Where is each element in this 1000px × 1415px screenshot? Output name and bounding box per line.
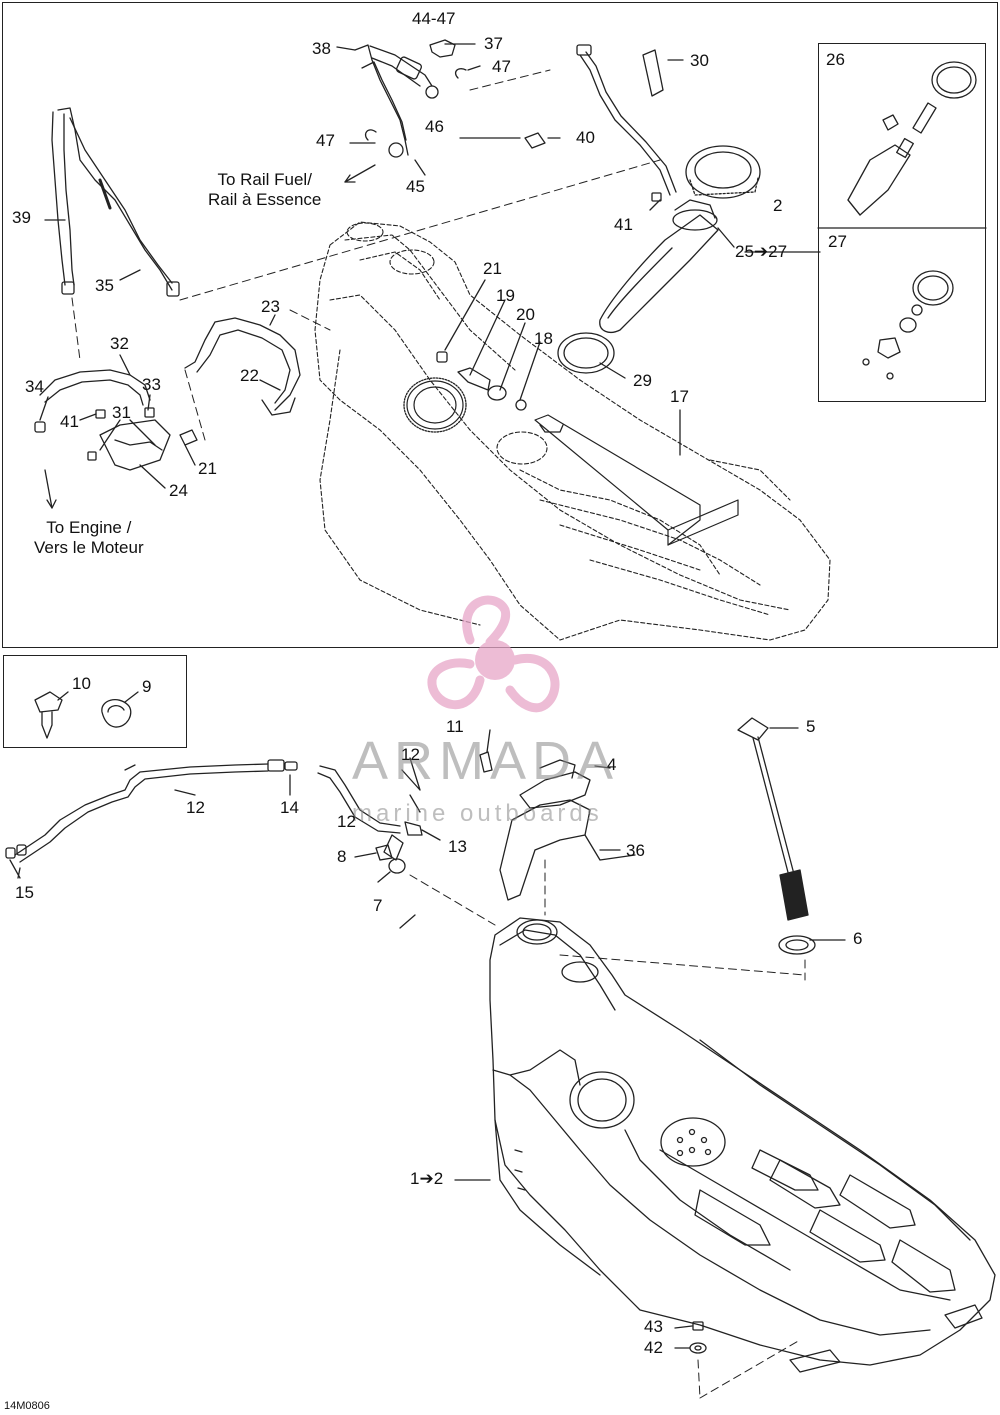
inset-26-pump-art (847, 61, 977, 216)
note-rail-fuel-line-2: Rail à Essence (208, 190, 322, 209)
callout-40: 40 (576, 128, 595, 147)
watermark-tagline: marine outboards (352, 800, 603, 827)
callout-29: 29 (633, 371, 652, 390)
callout-7: 7 (373, 896, 383, 915)
inset-fuel-pump-frame (818, 43, 986, 402)
callout-20: 20 (516, 305, 535, 324)
note-rail-fuel: To Rail Fuel/ Rail à Essence (208, 170, 321, 210)
watermark-propeller-logo (427, 595, 560, 713)
callout-23: 23 (261, 297, 280, 316)
callout-24: 24 (169, 481, 188, 500)
bottom-fuel-tank-art (489, 917, 996, 1373)
callout-5: 5 (806, 717, 816, 736)
callout-39: 39 (12, 208, 31, 227)
callout-35: 35 (95, 276, 114, 295)
callout-32: 32 (110, 334, 129, 353)
callout-47-lower: 47 (316, 131, 335, 150)
callout-15: 15 (15, 883, 34, 902)
note-engine: To Engine / Vers le Moteur (34, 518, 144, 558)
callout-46: 46 (425, 117, 444, 136)
callout-41-top: 41 (614, 215, 633, 234)
callout-21-left: 21 (198, 459, 217, 478)
note-engine-line-2: Vers le Moteur (34, 538, 144, 557)
inset-27-parts-art (862, 270, 954, 380)
callout-11: 11 (446, 717, 464, 736)
inset-hardware-frame (3, 655, 187, 748)
callout-8: 8 (337, 847, 347, 866)
callout-44-47: 44-47 (412, 9, 456, 28)
callout-47-upper: 47 (492, 57, 511, 76)
callout-45: 45 (406, 177, 425, 196)
callout-38: 38 (312, 39, 331, 58)
callout-6: 6 (853, 929, 863, 948)
callout-41-left: 41 (60, 412, 79, 431)
callout-36: 36 (626, 841, 645, 860)
callout-1-2: 1➔2 (410, 1169, 444, 1188)
callout-12-upper: 12 (401, 745, 420, 764)
callout-43: 43 (644, 1317, 663, 1336)
callout-22: 22 (240, 366, 259, 385)
callout-37: 37 (484, 34, 503, 53)
callout-2-top: 2 (773, 196, 783, 215)
callout-17: 17 (670, 387, 689, 406)
callout-19: 19 (496, 286, 515, 305)
callout-33: 33 (142, 375, 161, 394)
callout-27: 27 (828, 232, 847, 251)
note-engine-line-1: To Engine / (46, 518, 132, 537)
callout-42: 42 (644, 1338, 663, 1357)
callout-12-left: 12 (186, 798, 205, 817)
callout-26: 26 (826, 50, 845, 69)
note-rail-fuel-line-1: To Rail Fuel/ (217, 170, 312, 189)
drawing-code: 14M0806 (4, 1400, 50, 1412)
callout-21-top: 21 (483, 259, 502, 278)
callout-9: 9 (142, 677, 152, 696)
callout-25-27: 25➔27 (735, 242, 788, 261)
callout-4: 4 (607, 755, 617, 774)
top-fuel-tank-outline (314, 221, 831, 641)
callout-10: 10 (72, 674, 91, 693)
callout-34: 34 (25, 377, 44, 396)
callout-13: 13 (448, 837, 467, 856)
callout-18: 18 (534, 329, 553, 348)
callout-14: 14 (280, 798, 299, 817)
callout-12-lower: 12 (337, 812, 356, 831)
watermark-brand: ARMADA (352, 731, 620, 791)
callout-30: 30 (690, 51, 709, 70)
callout-31: 31 (112, 403, 131, 422)
